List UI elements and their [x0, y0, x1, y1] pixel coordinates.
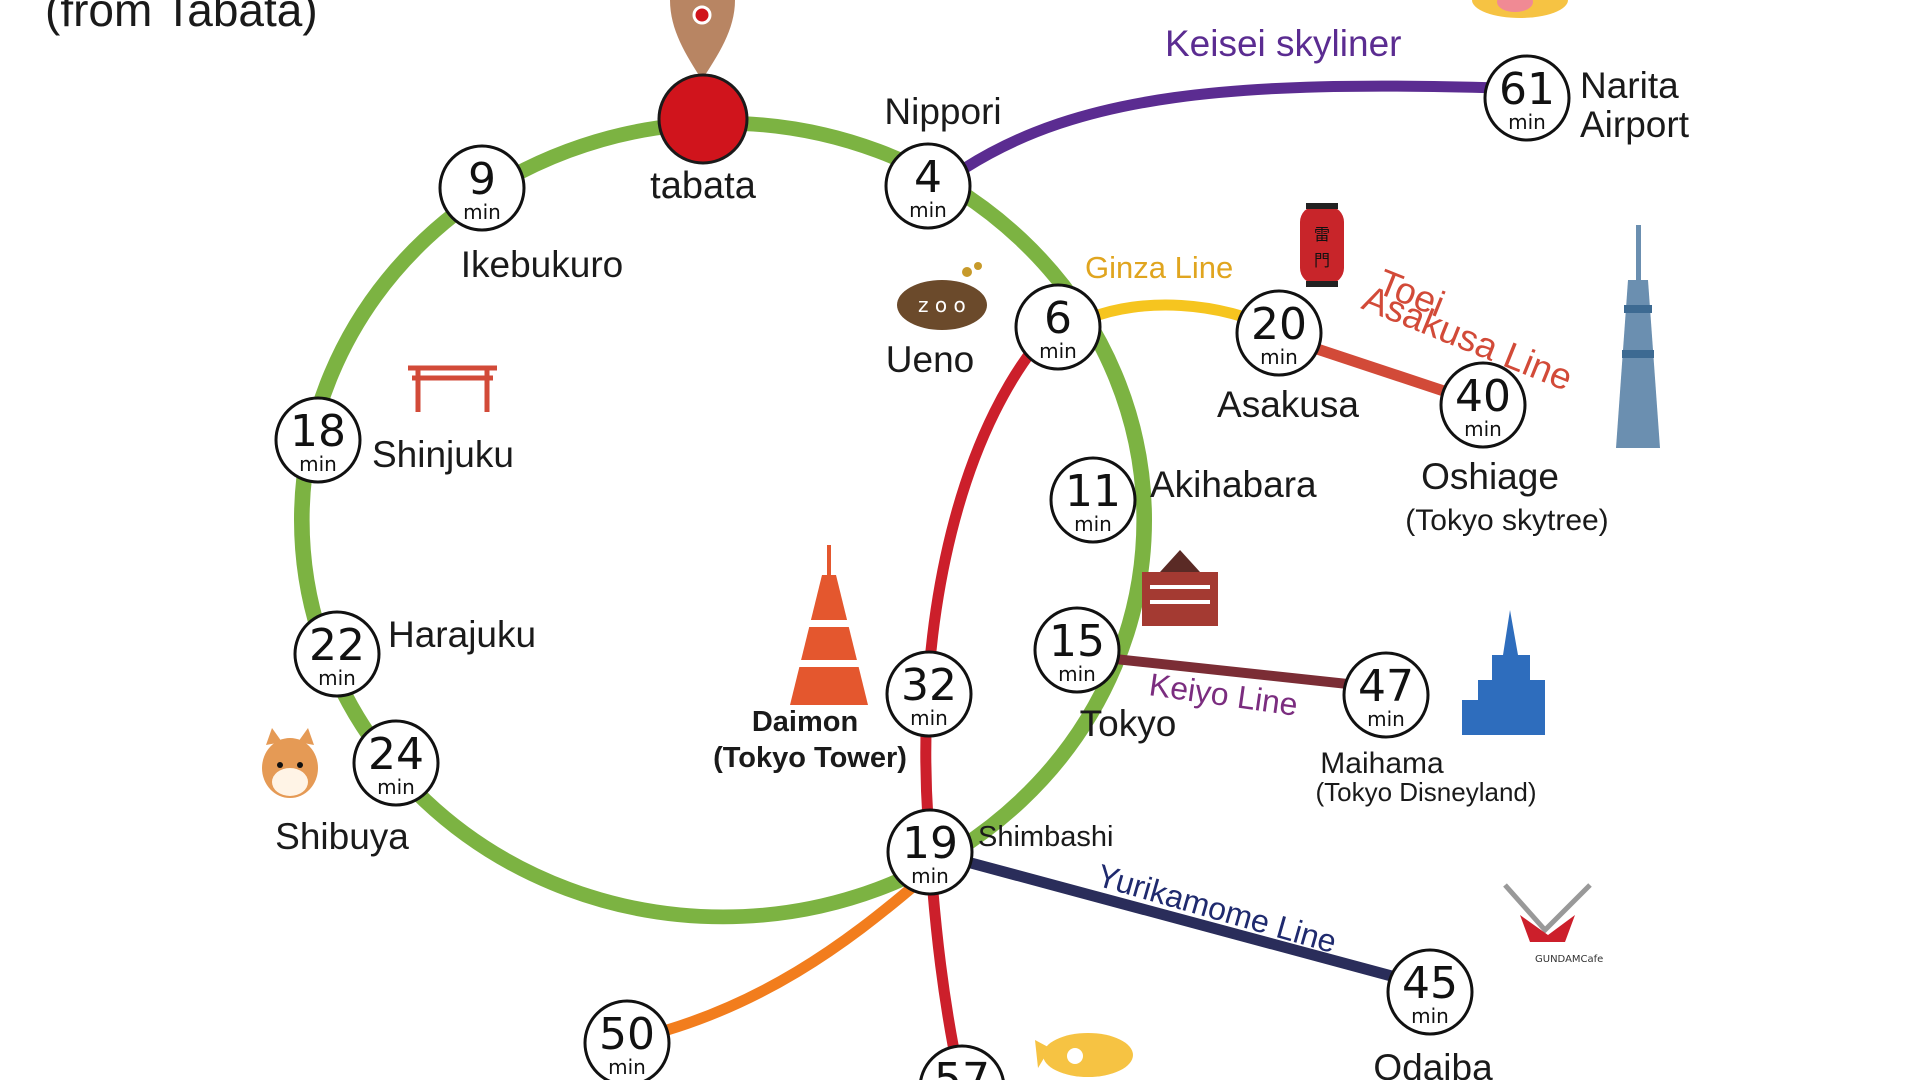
svg-text:雷: 雷	[1314, 225, 1330, 244]
unit-label: min	[463, 200, 501, 224]
station-name: Nippori	[884, 91, 1001, 132]
travel-time: 45	[1402, 958, 1458, 1009]
station-name-line2: (Tokyo Disneyland)	[1315, 777, 1536, 807]
origin-station-name: tabata	[650, 165, 757, 207]
travel-time: 15	[1049, 616, 1105, 667]
unit-label: min	[1508, 110, 1546, 134]
orange-line	[628, 880, 919, 1046]
station-name: Tokyo	[1080, 703, 1177, 744]
station-asakusa: 20 min Asakusa	[1217, 289, 1359, 425]
unit-label: min	[1411, 1004, 1449, 1028]
travel-time: 22	[309, 620, 365, 671]
origin-station-marker	[657, 73, 749, 165]
unit-label: min	[910, 706, 948, 730]
red-line	[920, 316, 1062, 1080]
unit-label: min	[909, 198, 947, 222]
station-name-line2: Airport	[1580, 104, 1690, 145]
castle-icon	[1462, 610, 1545, 735]
station-akihabara: 11 min Akihabara	[1049, 456, 1317, 544]
unit-label: min	[1260, 345, 1298, 369]
map-subtitle: (from Tabata)	[45, 0, 318, 36]
travel-time: 18	[290, 406, 346, 457]
travel-time: 61	[1499, 64, 1555, 115]
unit-label: min	[1039, 339, 1077, 363]
station-odaiba: 45 min Odaiba	[1373, 948, 1493, 1080]
airship-icon	[1472, 0, 1568, 18]
station-name: Maihama	[1320, 747, 1444, 780]
svg-text:z o o: z o o	[918, 293, 966, 317]
travel-time: 32	[901, 660, 957, 711]
keisei-line-label: Keisei skyliner	[1165, 23, 1401, 64]
travel-time: 50	[599, 1009, 655, 1060]
airship-icon	[1035, 1033, 1133, 1077]
skytree-icon	[1616, 225, 1660, 448]
keiyo-line	[1077, 650, 1386, 693]
torii-gate-icon	[408, 365, 497, 412]
station-name: Akihabara	[1150, 464, 1317, 505]
yurikamome-line	[928, 846, 1427, 991]
unit-label: min	[1058, 662, 1096, 686]
station-ueno: 6 min Ueno	[886, 283, 1102, 380]
yamanote-loop-line	[294, 115, 1152, 925]
unit-label: min	[377, 775, 415, 799]
station-oshiage: 40 min Oshiage (Tokyo skytree)	[1405, 361, 1609, 537]
station-daimon: 32 min Daimon (Tokyo Tower)	[713, 650, 973, 774]
unit-label: min	[299, 452, 337, 476]
ginza-line-label: Ginza Line	[1085, 250, 1233, 285]
keisei-skyliner-line	[962, 80, 1501, 173]
station-south-west: 50 min	[583, 999, 671, 1080]
station-tokyo: 15 min Tokyo	[1033, 606, 1177, 744]
unit-label: min	[1464, 417, 1502, 441]
unit-label: min	[911, 864, 949, 888]
shiba-dog-icon	[262, 728, 318, 798]
svg-text:門: 門	[1314, 251, 1330, 270]
unit-label: min	[608, 1055, 646, 1079]
station-name: Harajuku	[388, 614, 536, 655]
tokyo-tower-icon	[790, 545, 868, 705]
station-ikebukuro: 9 min Ikebukuro	[438, 144, 624, 285]
station-name: Shibuya	[275, 816, 409, 857]
travel-time: 40	[1455, 371, 1511, 422]
station-narita-airport: 61 min Narita Airport	[1483, 54, 1690, 145]
travel-time: 4	[914, 152, 942, 203]
station-maihama: 47 min Maihama (Tokyo Disneyland)	[1315, 651, 1537, 807]
station-nippori: 4 min Nippori	[884, 91, 1002, 230]
gundam-cafe-icon: GUNDAMCafe	[1503, 883, 1603, 965]
station-name-line2: (Tokyo skytree)	[1405, 504, 1608, 537]
station-name-line2: (Tokyo Tower)	[713, 742, 907, 774]
origin-pin-icon	[670, 0, 735, 80]
station-south: 57	[919, 1044, 1005, 1080]
zoo-icon: z o o	[897, 262, 987, 330]
unit-label: min	[1367, 707, 1405, 731]
station-name: Ikebukuro	[461, 244, 624, 285]
travel-time: 9	[468, 154, 496, 205]
station-shinjuku: 18 min Shinjuku	[274, 396, 514, 484]
unit-label: min	[318, 666, 356, 690]
travel-time: 6	[1044, 293, 1072, 344]
unit-label: min	[1074, 512, 1112, 536]
travel-time: 11	[1065, 466, 1121, 517]
station-name: Asakusa	[1217, 384, 1359, 425]
travel-time: 19	[902, 818, 958, 869]
station-name: Odaiba	[1373, 1047, 1493, 1080]
station-name: Shinjuku	[372, 434, 514, 475]
kaminarimon-lantern-icon: 雷 門	[1300, 203, 1344, 287]
tokyo-station-icon	[1142, 550, 1218, 626]
station-harajuku: 22 min Harajuku	[293, 610, 536, 698]
travel-time: 47	[1358, 661, 1414, 712]
station-shimbashi: 19 min Shimbashi	[886, 808, 1113, 896]
travel-time: 20	[1251, 299, 1307, 350]
travel-time: 57	[934, 1054, 990, 1080]
station-name: Oshiage	[1421, 456, 1559, 497]
station-name: Shimbashi	[978, 821, 1113, 853]
station-name: Narita	[1580, 65, 1679, 106]
station-name: Daimon	[752, 706, 858, 738]
travel-time: 24	[368, 729, 424, 780]
station-shibuya: 24 min Shibuya	[275, 719, 440, 857]
station-name: Ueno	[886, 339, 974, 380]
svg-text:GUNDAMCafe: GUNDAMCafe	[1535, 954, 1603, 965]
